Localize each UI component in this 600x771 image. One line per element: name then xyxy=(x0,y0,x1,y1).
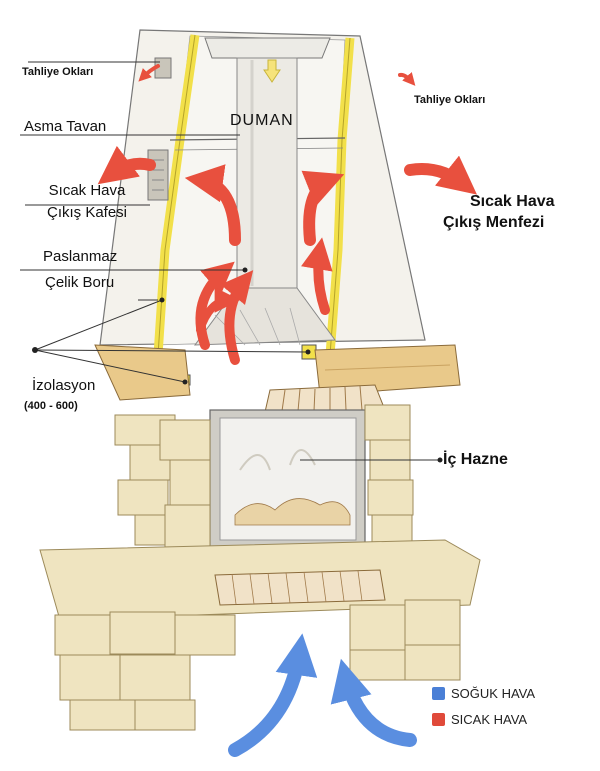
label-duman: DUMAN xyxy=(230,112,294,129)
leader-dots xyxy=(32,267,443,463)
firebox xyxy=(209,384,386,551)
cold-arrow-left xyxy=(228,633,318,757)
hot-air-arrows xyxy=(97,64,477,365)
smoke-arrow xyxy=(263,59,281,83)
legend-label-hot: SICAK HAVA xyxy=(451,712,528,727)
label-izolasyon-range: (400 - 600) xyxy=(24,400,78,412)
label-sicak-hava-kafesi-1: Sıcak Hava xyxy=(48,182,126,199)
label-izolasyon: İzolasyon xyxy=(32,377,96,394)
hot-arrow-vent-right xyxy=(398,72,416,86)
label-paslanmaz-2: Çelik Boru xyxy=(45,274,115,291)
label-tahliye-right: Tahliye Okları xyxy=(414,94,486,106)
hot-arrow-chamber-left-3 xyxy=(196,287,241,334)
chimney-hood xyxy=(99,29,426,386)
label-ic-hazne: İç Hazne xyxy=(443,451,508,468)
label-sicak-hava-kafesi-2: Çıkış Kafesi xyxy=(46,204,128,221)
label-paslanmaz-1: Paslanmaz xyxy=(43,248,118,265)
cold-air-arrows xyxy=(228,633,417,757)
legend-item-cold: SOĞUK HAVA xyxy=(432,686,535,701)
cold-arrow-right xyxy=(330,658,417,747)
label-sicak-hava-menfezi-1: Sıcak Hava xyxy=(470,193,555,210)
stone-body xyxy=(39,404,481,731)
legend-label-cold: SOĞUK HAVA xyxy=(451,686,536,701)
hot-arrow-chamber-left-2 xyxy=(220,270,254,365)
legend-swatch-cold xyxy=(432,687,445,700)
hot-arrow-out-right xyxy=(404,155,477,195)
hot-arrow-curl-right xyxy=(301,170,345,246)
hot-arrow-curl-left xyxy=(184,164,241,246)
label-tahliye-left: Tahliye Okları xyxy=(22,66,94,78)
legend-swatch-hot xyxy=(432,713,445,726)
label-asma-tavan: Asma Tavan xyxy=(24,118,107,135)
hearth-brick-lines xyxy=(231,570,363,605)
leader-lines xyxy=(20,61,440,461)
legend-item-hot: SICAK HAVA xyxy=(432,712,527,727)
hot-arrow-chamber-left-1 xyxy=(195,261,235,350)
hot-arrow-right-lower xyxy=(301,237,333,315)
hot-arrow-vent-left xyxy=(138,64,160,82)
hot-arrow-out-left xyxy=(97,145,156,185)
label-sicak-hava-menfezi-2: Çıkış Menfezi xyxy=(443,214,545,231)
